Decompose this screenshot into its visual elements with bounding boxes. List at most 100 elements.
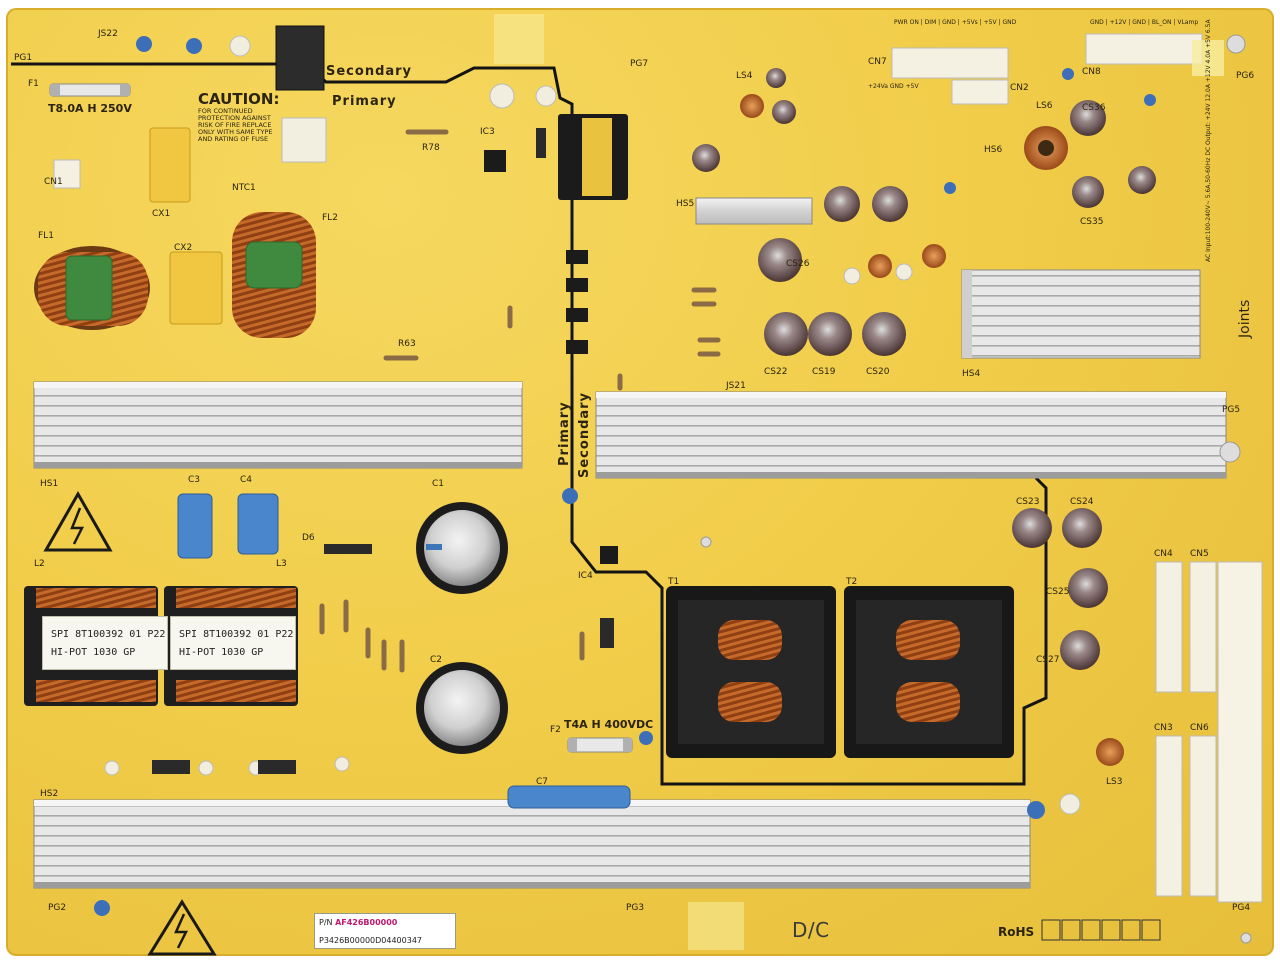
heatsink-hs2 — [33, 799, 1031, 889]
refdes-fl2: FL2 — [322, 213, 338, 223]
cn7-pin-4: +5V — [983, 19, 997, 26]
refdes-c7: C7 — [536, 777, 549, 787]
white-components — [104, 35, 1081, 815]
refdes-t1: T1 — [668, 577, 680, 587]
tape-patch-bottom — [688, 902, 744, 950]
refdes-t2: T2 — [846, 577, 858, 587]
inductor-ls5 — [922, 244, 946, 268]
label-cn2: CN2 — [1010, 83, 1029, 93]
refdes-cs36: CS36 — [1082, 103, 1106, 113]
refdes-ic4: IC4 — [578, 571, 593, 581]
cn8-pin-3: BL_ON — [1151, 19, 1172, 26]
vertical-primary-label: Primary — [557, 401, 572, 466]
pn-prefix: P/N — [319, 918, 333, 927]
fuse-f2 — [567, 737, 633, 753]
transformer-small — [558, 114, 628, 200]
refdes-r78: R78 — [422, 143, 440, 153]
refdes-r63: R63 — [398, 339, 416, 349]
primary-label: Primary — [332, 94, 397, 109]
refdes-fl1: FL1 — [38, 231, 54, 241]
optocouplers — [484, 150, 618, 564]
cert-boxes — [1041, 919, 1161, 941]
refdes-pg2: PG2 — [48, 903, 67, 913]
refdes-c4: C4 — [240, 475, 253, 485]
bulk-capacitor-c1 — [416, 502, 508, 594]
cn7-pin-0: PWR ON — [894, 19, 919, 26]
connector-cn7 — [891, 47, 1009, 79]
diodes — [152, 128, 614, 774]
cn8-pin-4: VLamp — [1177, 19, 1199, 26]
refdes-ls4: LS4 — [736, 71, 753, 81]
rohs-mark: RoHS — [998, 925, 1035, 939]
refdes-cs23: CS23 — [1016, 497, 1040, 507]
label-cn6: CN6 — [1190, 723, 1209, 733]
choke-fl1 — [34, 246, 150, 330]
cn8-pin-1: +12V — [1109, 19, 1127, 26]
caution-title: CAUTION: — [198, 90, 280, 108]
connector-cn2 — [951, 79, 1009, 105]
heatsink-hs5 — [695, 197, 813, 225]
refdes-f2: F2 — [550, 725, 561, 735]
refdes-pg4: PG4 — [1232, 903, 1251, 913]
refdes-pg5: PG5 — [1222, 405, 1241, 415]
cn7-pin-labels: PWR ON | DIM | GND | +5Vs | +5V | GND — [894, 19, 1017, 26]
secondary-label: Secondary — [326, 64, 413, 79]
x-capacitor-cx2 — [169, 251, 223, 325]
relay-block — [281, 117, 327, 163]
hv-warning-symbol-top — [43, 490, 113, 552]
transformer-label-l3-line1: SPI 8T100392 01 P22 — [179, 629, 294, 640]
cn8-pin-labels: GND | +12V | GND | BL_ON | VLamp — [1090, 19, 1199, 26]
refdes-ntc1: NTC1 — [232, 183, 256, 193]
film-capacitor-c3 — [177, 493, 213, 559]
relay — [275, 25, 325, 91]
transformer-label-l2-line1: SPI 8T100392 01 P22 — [51, 629, 166, 640]
fuse-f2-rating: T4A H 400VDC — [564, 718, 654, 731]
inductor-ls4 — [740, 94, 764, 118]
tape-patch — [1192, 40, 1224, 76]
heatsink-hs1 — [33, 381, 523, 469]
cn2-pin-1: GND — [889, 83, 904, 90]
label-cn8: CN8 — [1082, 67, 1101, 77]
connector-cn3 — [1155, 735, 1183, 897]
refdes-ls6: LS6 — [1036, 101, 1053, 111]
refdes-cs35: CS35 — [1080, 217, 1104, 227]
transformer-label-l3-line2: HI-POT 1030 GP — [179, 647, 264, 658]
refdes-js22: JS22 — [98, 29, 118, 39]
refdes-hs4: HS4 — [962, 369, 981, 379]
cn8-pin-0: GND — [1090, 19, 1104, 26]
fuse-f1-rating: T8.0A H 250V — [48, 102, 132, 115]
refdes-d6: D6 — [302, 533, 315, 543]
refdes-c1: C1 — [432, 479, 445, 489]
refdes-hs2: HS2 — [40, 789, 59, 799]
bulk-capacitor-c2 — [416, 662, 508, 754]
refdes-l2: L2 — [34, 559, 45, 569]
transformer-t1 — [666, 586, 836, 758]
resistors — [319, 129, 721, 673]
joints-mark: Joints — [1237, 299, 1253, 338]
power-supply-board: CAUTION: FOR CONTINUED PROTECTION AGAINS… — [6, 8, 1274, 956]
hv-warning-symbol-bottom — [147, 899, 217, 956]
connector-cn1 — [53, 159, 81, 189]
connector-cn5 — [1189, 561, 1217, 693]
label-cn4: CN4 — [1154, 549, 1173, 559]
refdes-pg7: PG7 — [630, 59, 649, 69]
transformer-label-l2-line2: HI-POT 1030 GP — [51, 647, 136, 658]
isolation-divider — [11, 62, 1048, 786]
connector-cn4 — [1155, 561, 1183, 693]
inductor-ls2 — [868, 254, 892, 278]
label-cn1: CN1 — [44, 177, 63, 187]
refdes-f1: F1 — [28, 79, 39, 89]
pin-label-strip — [1217, 561, 1263, 903]
cn2-pin-0: +24Va — [868, 83, 888, 90]
part-number-label: P/N AF426B00000 P3426B00000D04400347 — [314, 913, 456, 949]
dc-mark: D/C — [792, 918, 830, 942]
tape-patch-top — [494, 14, 544, 64]
label-cn7: CN7 — [868, 57, 887, 67]
transformer-label-l2: SPI 8T100392 01 P22 HI-POT 1030 GP — [42, 616, 168, 670]
connector-cn8 — [1085, 33, 1203, 65]
refdes-c3: C3 — [188, 475, 201, 485]
refdes-cs25: CS25 — [1046, 587, 1070, 597]
refdes-cs27: CS27 — [1036, 655, 1060, 665]
inductor-ls3 — [1096, 738, 1124, 766]
refdes-hs5: HS5 — [676, 199, 695, 209]
